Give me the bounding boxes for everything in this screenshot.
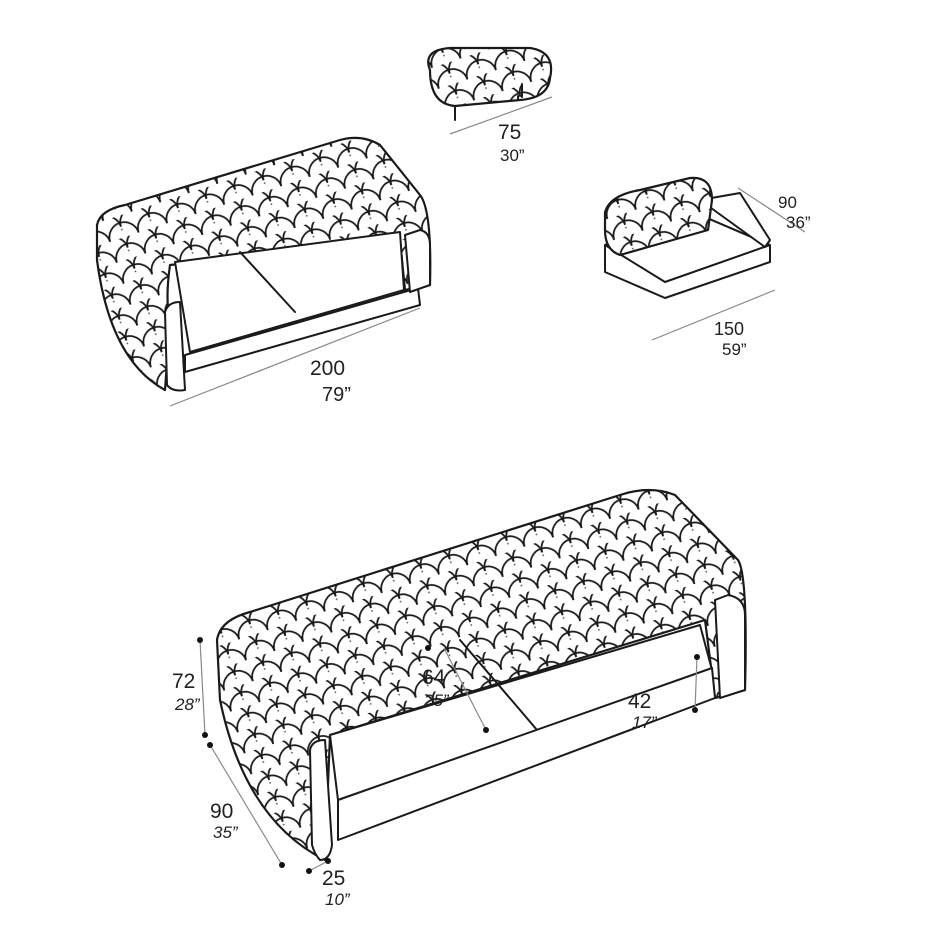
sofa-seat-depth-in: 25”	[423, 691, 450, 710]
sofa-arm-line	[308, 860, 329, 872]
chaise-width-in: 59”	[722, 340, 747, 359]
bench-width-cm: 75	[498, 121, 521, 144]
loveseat-left-arm	[164, 301, 186, 392]
bench-seat	[427, 46, 553, 108]
chaise-depth-line	[737, 187, 806, 233]
dimension-dot	[692, 707, 698, 713]
loveseat-seat	[174, 231, 405, 353]
dimension-dot	[197, 637, 203, 643]
sofa-seat-height-cm: 42	[628, 690, 651, 713]
sofa-depth-cm: 90	[210, 800, 233, 823]
bench-dimension-line	[449, 96, 553, 135]
sofa-height-line	[199, 639, 206, 736]
loveseat-base	[184, 287, 421, 373]
sofa-left-arm	[309, 739, 333, 861]
sofa-seat-depth-cm: 64	[422, 666, 446, 689]
sofa-seat-height-in: 17”	[632, 713, 658, 732]
chaise-drawing: 90 36” 150 59”	[603, 176, 811, 359]
dimension-dot	[483, 727, 489, 733]
dimension-dot	[207, 742, 213, 748]
sofa-cushion-split	[459, 639, 538, 731]
loveseat-width-in: 79”	[322, 384, 351, 406]
dimension-dot	[202, 732, 208, 738]
dimension-dot	[325, 858, 331, 864]
sofa-back-and-arms	[215, 488, 747, 862]
loveseat-cushion-split	[239, 251, 296, 313]
sofa-base	[337, 667, 716, 841]
loveseat-drawing: 200 79”	[95, 136, 432, 407]
chaise-depth-in: 36”	[786, 213, 811, 232]
dimension-dot	[425, 645, 431, 651]
chaise-width-cm: 150	[714, 319, 744, 339]
sofa-right-arm	[714, 594, 746, 699]
chaise-depth-cm: 90	[778, 193, 797, 212]
chaise-back-cushion	[603, 176, 714, 257]
bench-width-in: 30”	[500, 146, 525, 165]
sofa-depth-line	[209, 744, 283, 866]
sofa-arm-cm: 25	[322, 867, 345, 890]
loveseat-right-arm	[404, 229, 431, 293]
dimension-dot	[306, 868, 312, 874]
sofa-drawing: 72 28” 64 25” 42 17” 90 35” 25 10”	[172, 488, 747, 909]
dimension-dot	[279, 862, 285, 868]
sofa-height-in: 28”	[174, 695, 201, 714]
sofa-seat-height-line	[694, 656, 698, 711]
sofa-height-cm: 72	[172, 670, 195, 693]
bench-drawing: 75 30”	[427, 46, 553, 165]
loveseat-dimension-line	[169, 307, 421, 407]
sofa-depth-in: 35”	[213, 823, 239, 842]
loveseat-width-cm: 200	[310, 357, 345, 380]
sofa-seat-depth-line	[443, 647, 487, 731]
dimension-dot	[694, 654, 700, 660]
sofa-arm-in: 10”	[325, 890, 351, 909]
chaise-width-line	[651, 289, 776, 341]
chaise-side	[699, 192, 771, 248]
